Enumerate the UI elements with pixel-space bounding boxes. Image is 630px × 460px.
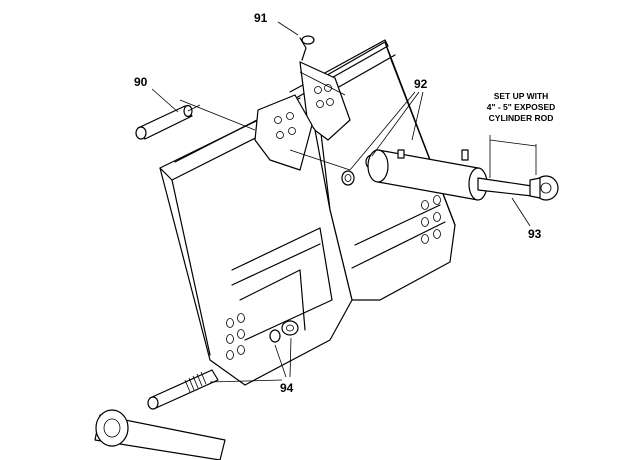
setup-note: SET UP WITH 4" - 5" EXPOSED CYLINDER ROD <box>487 91 556 123</box>
callout-92: 92 <box>414 77 428 91</box>
front-mount-ear <box>254 94 313 171</box>
note-line-3: CYLINDER ROD <box>489 113 554 123</box>
leader-lines <box>151 21 531 383</box>
callout-94: 94 <box>280 381 294 395</box>
note-line-2: 4" - 5" EXPOSED <box>487 102 556 112</box>
top-rail <box>289 39 389 99</box>
pin-90 <box>135 104 201 140</box>
callout-91: 91 <box>254 11 268 25</box>
hydraulic-cylinder-93 <box>367 149 559 201</box>
lower-arm-link <box>94 409 226 460</box>
pin-axis-lines <box>179 71 351 171</box>
clip-pin-91 <box>299 35 315 61</box>
callout-93: 93 <box>528 227 542 241</box>
lower-shaft-94 <box>147 320 299 410</box>
rod-dimension-marks <box>489 135 537 178</box>
callout-90: 90 <box>134 75 148 89</box>
note-line-1: SET UP WITH <box>494 91 549 101</box>
